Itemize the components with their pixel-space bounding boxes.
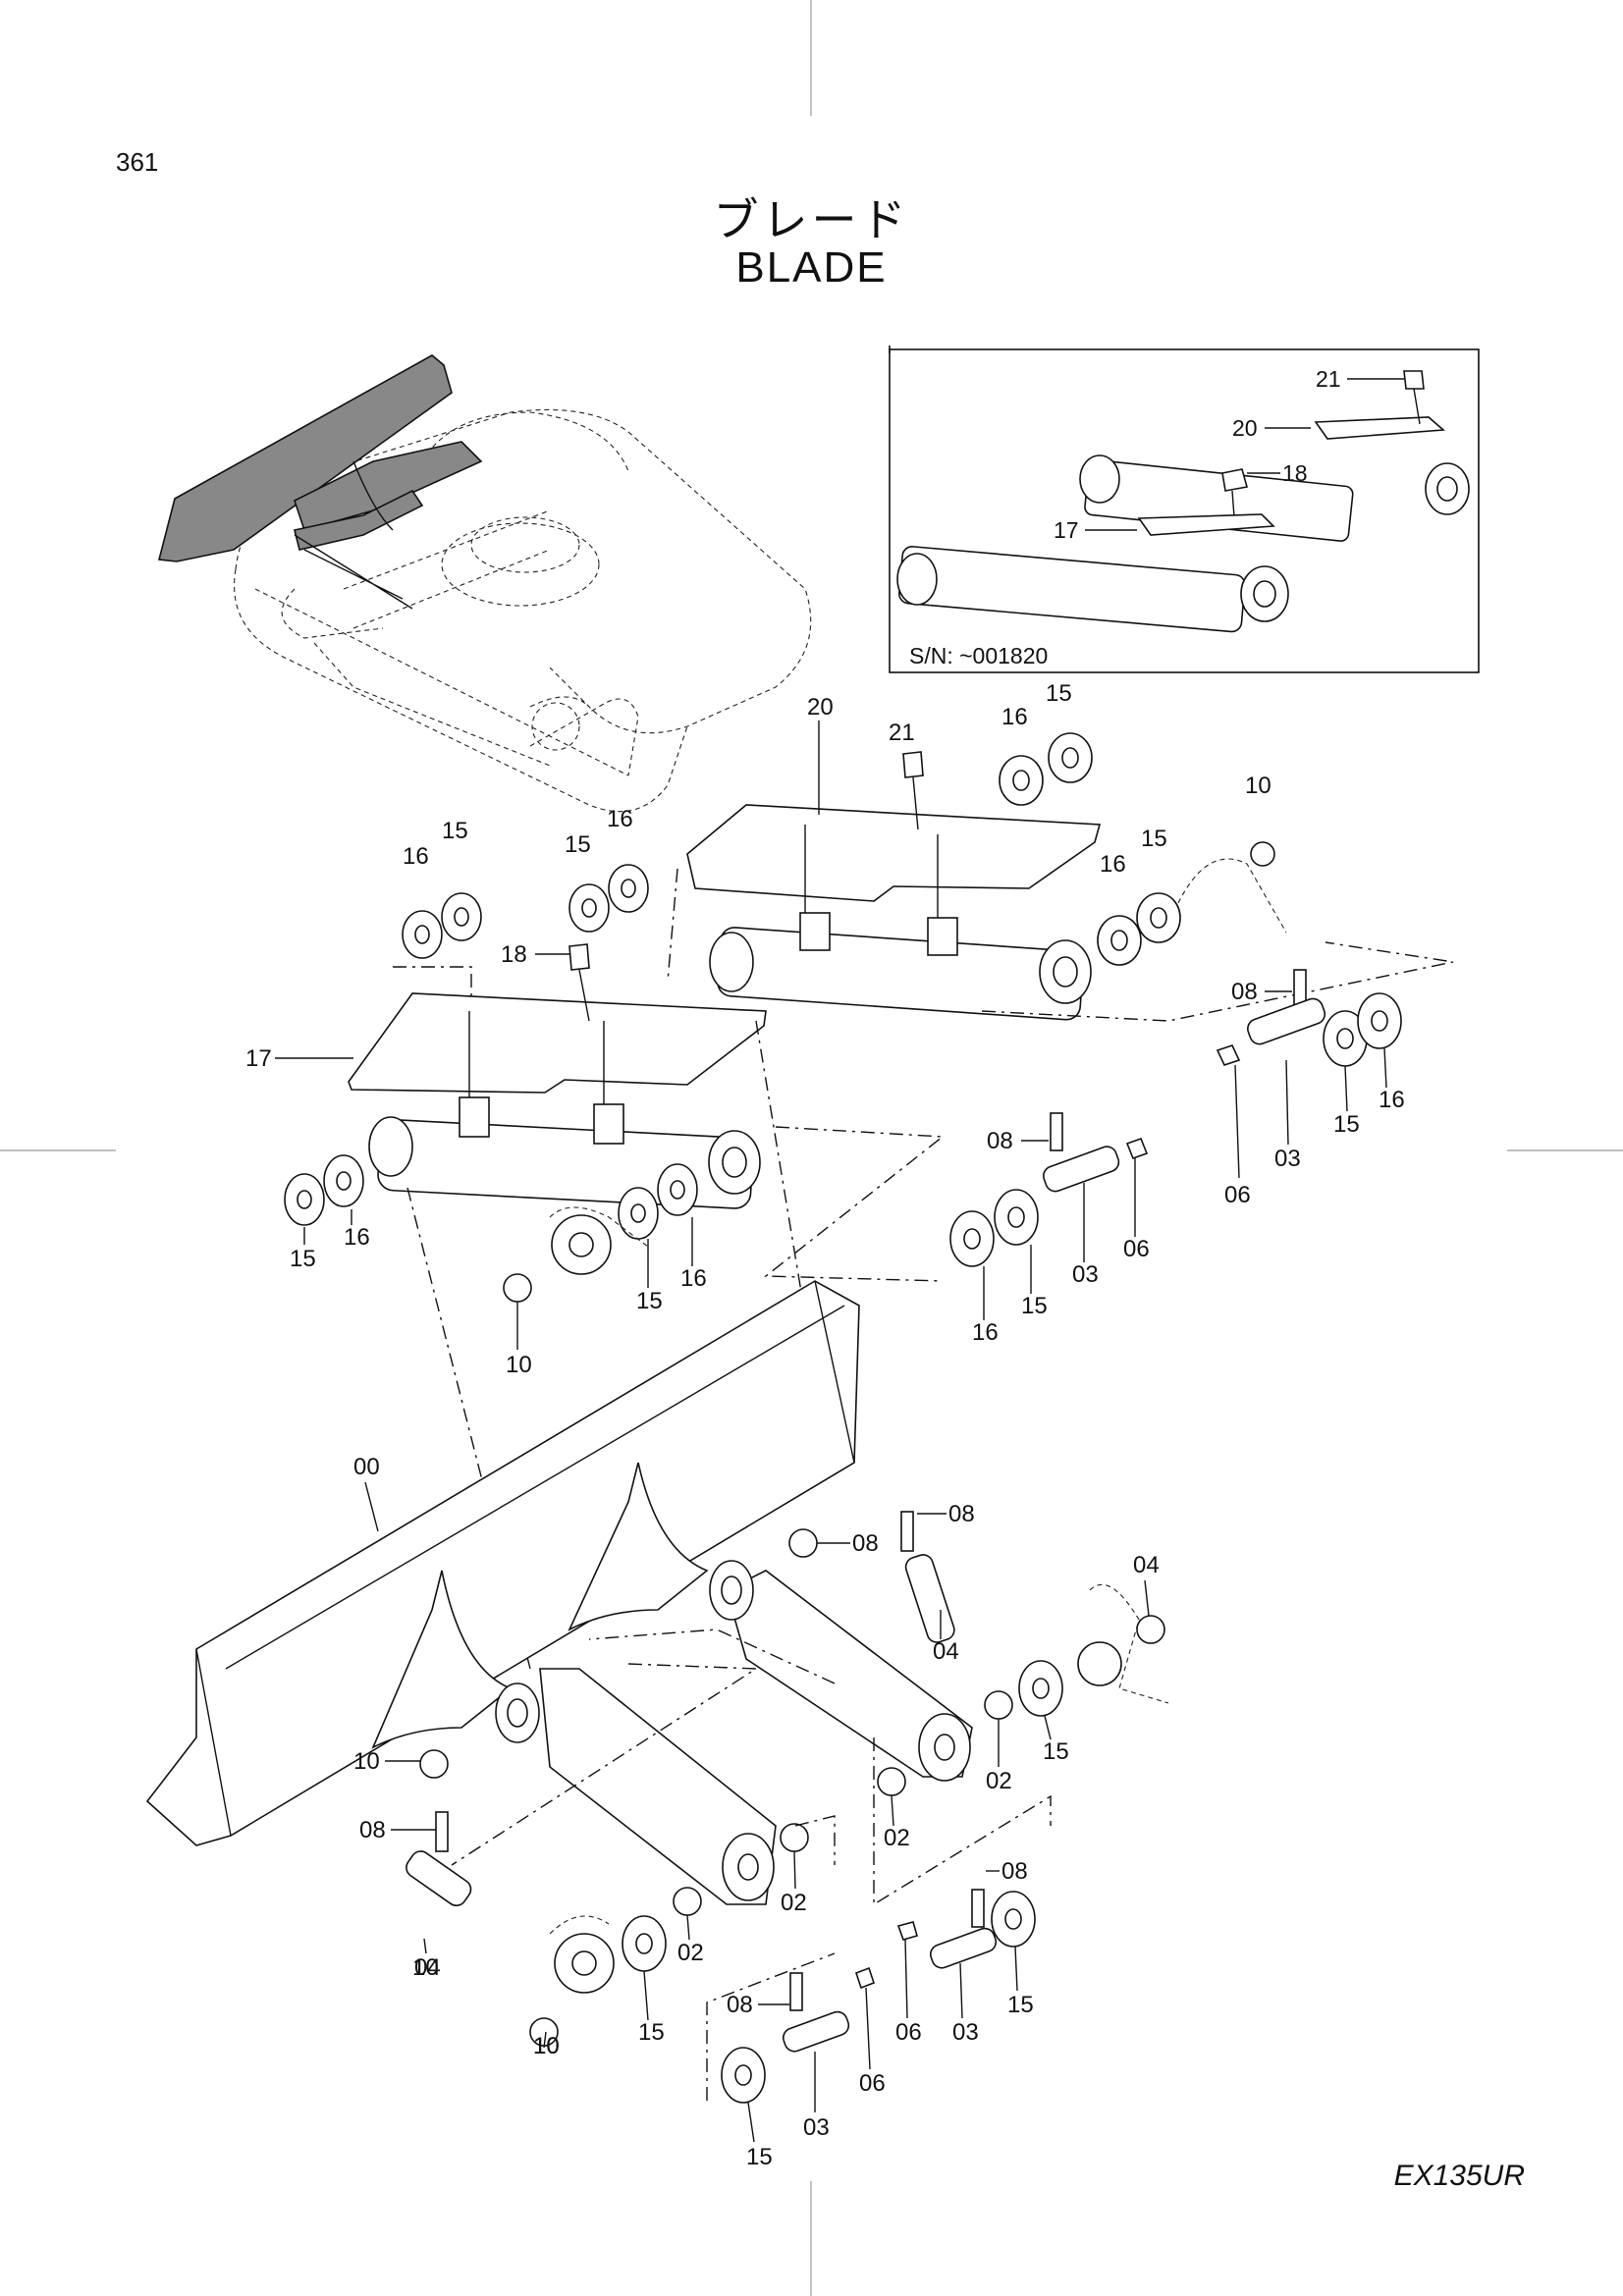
upper-cylinder-assembly: [393, 732, 1454, 1022]
part-label: 16: [607, 806, 633, 832]
part-label: 00: [353, 1454, 380, 1480]
blade-body: [145, 1280, 860, 1846]
part-label: 06: [895, 2019, 922, 2046]
part-label: 20: [807, 694, 834, 721]
part-label: 08: [359, 1817, 386, 1843]
part-label: 15: [638, 2019, 665, 2046]
inset-label-21: 21: [1316, 366, 1341, 392]
part-label: 10: [533, 2033, 560, 2059]
part-label: 15: [442, 818, 468, 844]
left-push-arm: [539, 1668, 777, 1905]
inset-serial-box: 21 20 18 17 S/N: ~001820: [889, 346, 1480, 673]
part-label: 04: [1133, 1552, 1160, 1578]
cover-plate-20: [686, 804, 1102, 902]
inset-label-20: 20: [1232, 415, 1258, 441]
part-label: 15: [636, 1288, 663, 1314]
part-label: 16: [1379, 1087, 1405, 1113]
part-label: 15: [565, 831, 591, 858]
part-label: 04: [414, 1954, 441, 1981]
bolt-18: [568, 943, 590, 971]
part-label: 10: [506, 1352, 532, 1378]
part-label: 08: [948, 1501, 975, 1527]
overview-blade: [157, 354, 453, 562]
part-label: 02: [781, 1890, 807, 1916]
model-code: EX135UR: [1393, 2160, 1525, 2192]
part-label: 08: [987, 1128, 1013, 1154]
part-label: 06: [1123, 1236, 1150, 1262]
blade-assembly: [145, 1280, 1169, 2104]
part-label: 06: [859, 2070, 886, 2097]
part-label: 10: [353, 1748, 380, 1775]
page-number: 361: [116, 147, 159, 177]
page-title: BLADE: [735, 243, 888, 292]
part-label: 15: [290, 1246, 316, 1272]
part-label: 08: [727, 1992, 753, 2018]
part-label: 21: [889, 720, 915, 746]
part-label: 16: [403, 843, 429, 870]
part-label: 03: [803, 2114, 830, 2141]
part-label: 15: [1007, 1992, 1034, 2018]
part-label: 16: [680, 1265, 707, 1292]
part-label: 10: [412, 1954, 439, 1981]
part-label: 16: [972, 1319, 999, 1346]
part-label: 02: [677, 1940, 704, 1966]
part-label: 15: [1141, 826, 1167, 852]
part-label: 08: [852, 1530, 879, 1557]
right-push-arm: [726, 1570, 973, 1778]
part-label: 16: [1001, 704, 1028, 730]
part-label: 15: [1021, 1293, 1048, 1319]
lower-cylinder-assembly: [284, 943, 945, 1670]
part-label: 18: [501, 941, 527, 968]
page-title-japanese: ブレード: [713, 193, 910, 246]
bolt-21: [902, 751, 924, 778]
part-label: 16: [1100, 851, 1126, 878]
part-label: 06: [1224, 1182, 1251, 1208]
part-label: 10: [533, 2033, 560, 2059]
part-label: 15: [1333, 1111, 1360, 1138]
part-label: 03: [1274, 1146, 1301, 1172]
part-label: 08: [1231, 979, 1258, 1005]
pin-assembly-right: [949, 969, 1402, 1267]
part-label: 16: [344, 1224, 370, 1251]
part-labels: 21 20 16 15 10 16 15 15 16 16 15 18 17 0…: [245, 680, 1405, 2170]
part-label: 15: [746, 2144, 773, 2170]
part-label: 04: [933, 1638, 959, 1665]
cover-plate-17: [348, 992, 767, 1094]
part-label: 08: [1001, 1858, 1028, 1885]
part-label: 15: [1043, 1738, 1069, 1765]
part-label: 15: [1046, 680, 1072, 707]
inset-serial-note: S/N: ~001820: [909, 643, 1048, 668]
part-label: 02: [986, 1768, 1012, 1794]
part-label: 02: [884, 1825, 910, 1851]
part-label: 03: [1072, 1261, 1099, 1288]
part-label: 03: [952, 2019, 979, 2046]
machine-overview-illustration: [157, 354, 812, 813]
part-label: 10: [1245, 773, 1271, 799]
part-label: 17: [245, 1045, 272, 1072]
inset-bolt-21: [1403, 370, 1425, 390]
inset-label-18: 18: [1282, 460, 1308, 486]
inset-label-17: 17: [1054, 517, 1079, 543]
